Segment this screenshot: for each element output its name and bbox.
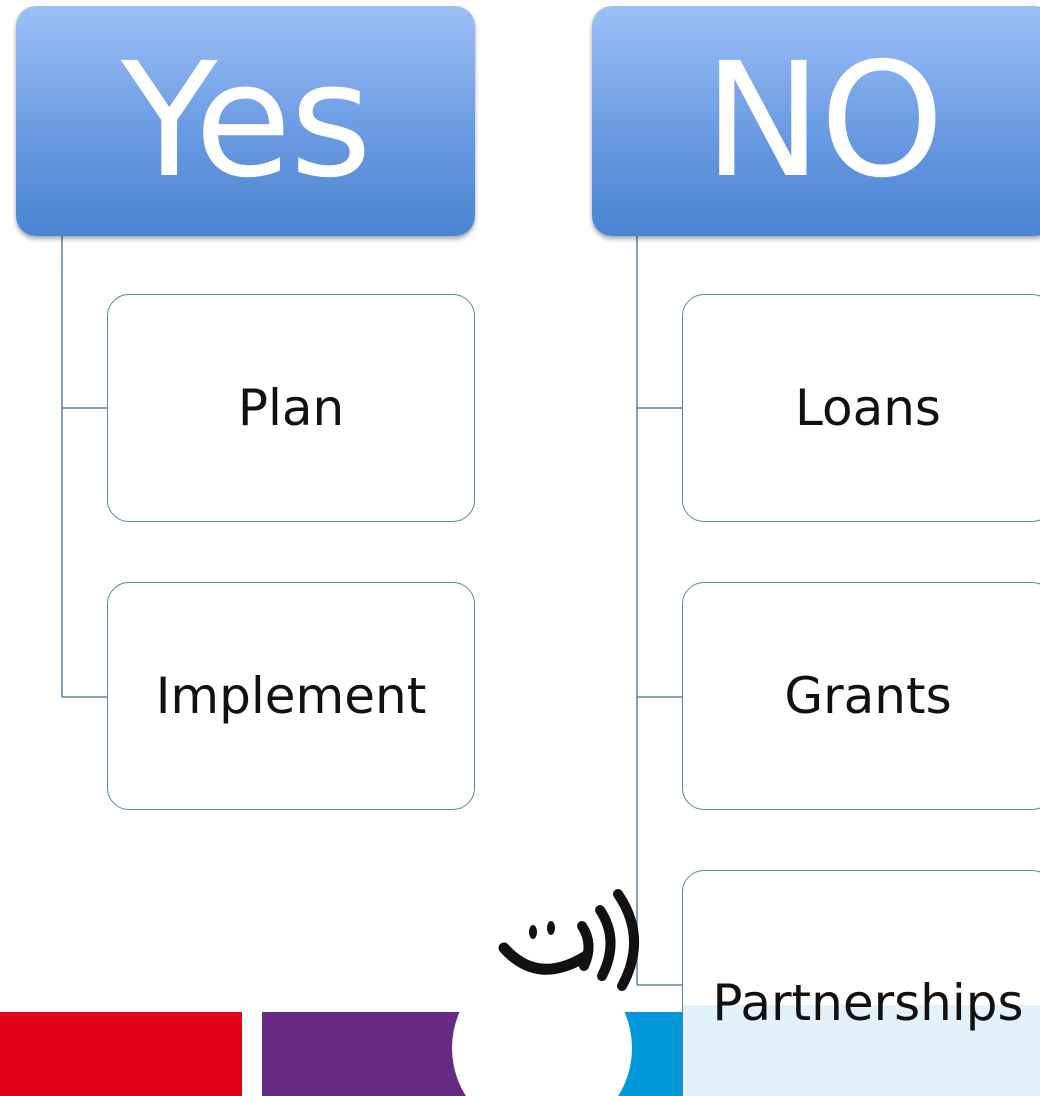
node-partnerships: Partnerships [682,870,1040,1096]
footer-band-red [0,1012,242,1096]
node-implement: Implement [107,582,475,810]
smile-sound-waves-icon [498,889,640,991]
header-yes: Yes [16,6,475,236]
node-plan: Plan [107,294,475,522]
node-grants: Grants [682,582,1040,810]
header-no: NO [592,6,1040,236]
node-loans: Loans [682,294,1040,522]
